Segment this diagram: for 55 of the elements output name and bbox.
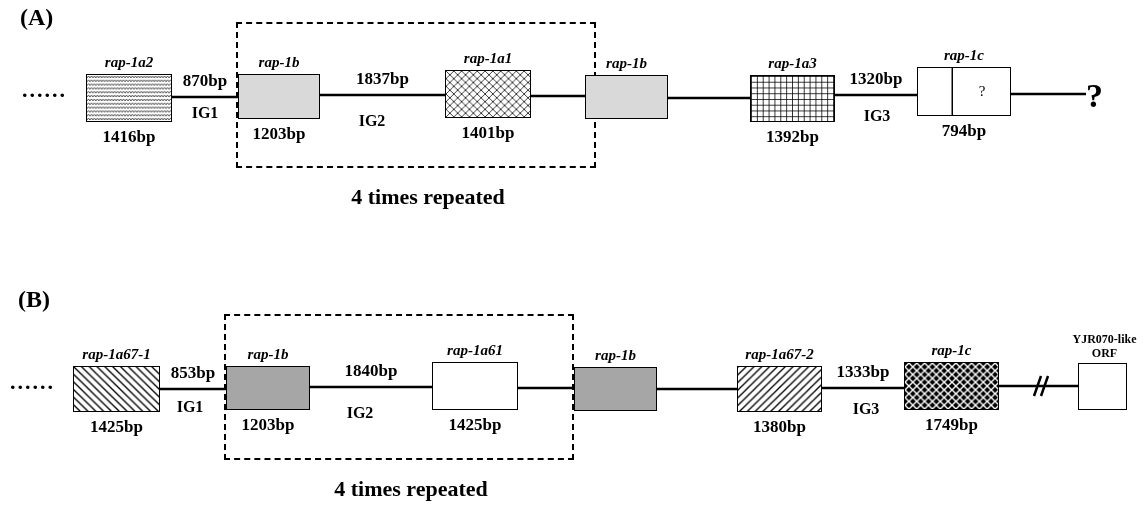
connector-line — [320, 93, 445, 97]
box-inner-text: ? — [978, 82, 986, 100]
continuation-dots: ...... — [10, 370, 55, 394]
end-question-mark: ? — [1086, 74, 1103, 118]
gene-name: rap-1a1 — [463, 50, 513, 67]
gene-name: rap-1a2 — [104, 54, 154, 71]
region-label: IG3 — [863, 107, 891, 125]
length-label: 1401bp — [461, 123, 515, 142]
edge-label: 1840bp — [344, 361, 398, 380]
gene-name: rap-1a67-1 — [82, 346, 151, 363]
continuation-dots: ...... — [22, 78, 67, 102]
repeat-count-label: 4 times repeated — [334, 476, 488, 502]
gene-name: rap-1b — [258, 54, 300, 71]
connector-line — [1011, 92, 1086, 96]
edge-label: 853bp — [170, 363, 216, 382]
connector-line — [835, 93, 917, 97]
panel-label: (A) — [20, 4, 54, 30]
gene-name: rap-1b — [606, 55, 647, 72]
length-label: 1392bp — [766, 127, 819, 146]
edge-label: 1837bp — [356, 69, 409, 88]
edge-label: 1320bp — [849, 69, 903, 88]
panel-label: (B) — [18, 286, 50, 312]
connector-line — [160, 387, 226, 391]
gene-name: rap-1b — [595, 347, 636, 364]
region-label: IG2 — [346, 404, 374, 422]
connector-line — [518, 386, 574, 390]
gene-name: YJR070-like ORF — [1072, 332, 1137, 360]
length-label: 1203bp — [241, 415, 295, 434]
connector-line — [531, 94, 585, 98]
edge-label: 1333bp — [836, 362, 890, 381]
gene-name: rap-1a61 — [447, 342, 503, 359]
length-label: 1425bp — [90, 417, 143, 436]
length-label: 1380bp — [753, 417, 806, 436]
connector-line — [657, 387, 737, 391]
length-label: 794bp — [941, 121, 987, 140]
length-label: 1425bp — [448, 415, 502, 434]
connector-line — [668, 96, 750, 100]
connector-line — [172, 95, 238, 99]
edge-label: 870bp — [182, 71, 228, 90]
length-label: 1416bp — [102, 127, 156, 146]
region-label: IG3 — [852, 400, 880, 418]
region-label: IG1 — [191, 104, 219, 122]
gene-name: rap-1c — [931, 342, 972, 359]
gene-name: rap-1a67-2 — [745, 346, 814, 363]
connector-line — [822, 386, 904, 390]
gene-name: rap-1b — [247, 346, 289, 363]
repeat-count-label: 4 times repeated — [351, 184, 505, 210]
region-label: IG1 — [176, 398, 204, 416]
gene-name: rap-1a3 — [768, 55, 817, 72]
connector-line — [999, 384, 1078, 388]
gene-name: rap-1c — [944, 47, 984, 64]
connector-line — [310, 385, 432, 389]
length-label: 1749bp — [925, 415, 978, 434]
region-label: IG2 — [358, 112, 386, 130]
length-label: 1203bp — [252, 124, 306, 143]
